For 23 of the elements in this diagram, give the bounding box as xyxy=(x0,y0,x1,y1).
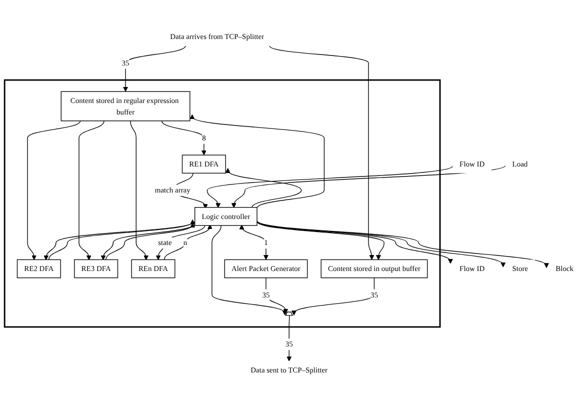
arrow xyxy=(156,225,206,260)
node-trapezoid xyxy=(285,312,294,316)
arrow xyxy=(256,220,452,264)
arrow xyxy=(240,224,268,260)
arrow xyxy=(212,225,286,316)
arrow xyxy=(269,46,374,260)
arrow xyxy=(123,46,186,92)
arrow xyxy=(78,120,104,260)
arrow xyxy=(190,115,325,208)
arrow xyxy=(164,224,212,260)
arrow xyxy=(286,315,292,362)
arrow xyxy=(226,168,302,208)
arrow xyxy=(27,120,81,260)
arrow xyxy=(161,120,206,156)
arrow xyxy=(256,221,384,260)
arrow xyxy=(256,220,505,267)
arrow xyxy=(130,120,148,260)
arrow xyxy=(292,277,375,316)
arrow xyxy=(256,220,548,268)
cluster xyxy=(4,79,441,328)
arrow xyxy=(232,165,506,208)
arrow xyxy=(206,166,453,208)
arrow xyxy=(266,277,288,314)
